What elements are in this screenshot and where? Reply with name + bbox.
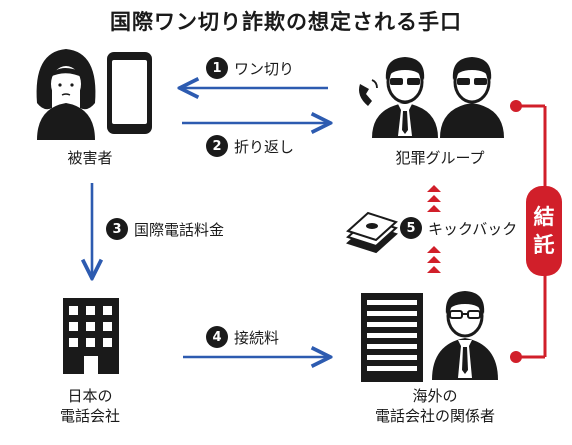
step-number-badge: 2	[206, 135, 228, 157]
step-label: 折り返し	[234, 137, 295, 156]
step-number-badge: 3	[106, 218, 128, 240]
office-tower-icon	[361, 293, 423, 382]
diagram-title: 国際ワン切り詐欺の想定される手口	[110, 10, 462, 34]
smartphone-icon	[107, 52, 152, 134]
step-label: 接続料	[234, 328, 280, 347]
japan-carrier-label: 日本の 電話会社	[59, 387, 120, 425]
building-icon	[63, 298, 119, 374]
step-number-badge: 1	[206, 57, 228, 79]
victim-label: 被害者	[67, 149, 113, 167]
step-intl-charge: 3 国際電話料金	[106, 218, 224, 240]
step-callback: 2 折り返し	[206, 135, 294, 157]
step-label: キックバック	[428, 219, 518, 238]
criminal-group-label: 犯罪グループ	[395, 149, 485, 167]
overseas-carrier-label: 海外の 電話会社の関係者	[374, 387, 495, 425]
woman-avatar-icon	[36, 49, 96, 140]
criminal-men-icon	[372, 57, 504, 138]
businessman-icon	[432, 291, 498, 380]
step-number-badge: 5	[400, 217, 422, 239]
kickback-arrow	[427, 185, 441, 273]
step-number-badge: 4	[206, 326, 228, 348]
phone-handset-icon	[359, 79, 378, 106]
collusion-badge: 結 託	[526, 186, 562, 276]
cash-stack-icon	[346, 211, 398, 254]
step-one-ring: 1 ワン切り	[206, 57, 294, 79]
step-label: ワン切り	[234, 59, 295, 78]
step-label: 国際電話料金	[134, 220, 225, 239]
step-kickback: 5 キックバック	[400, 217, 517, 239]
step-connection-fee: 4 接続料	[206, 326, 279, 348]
